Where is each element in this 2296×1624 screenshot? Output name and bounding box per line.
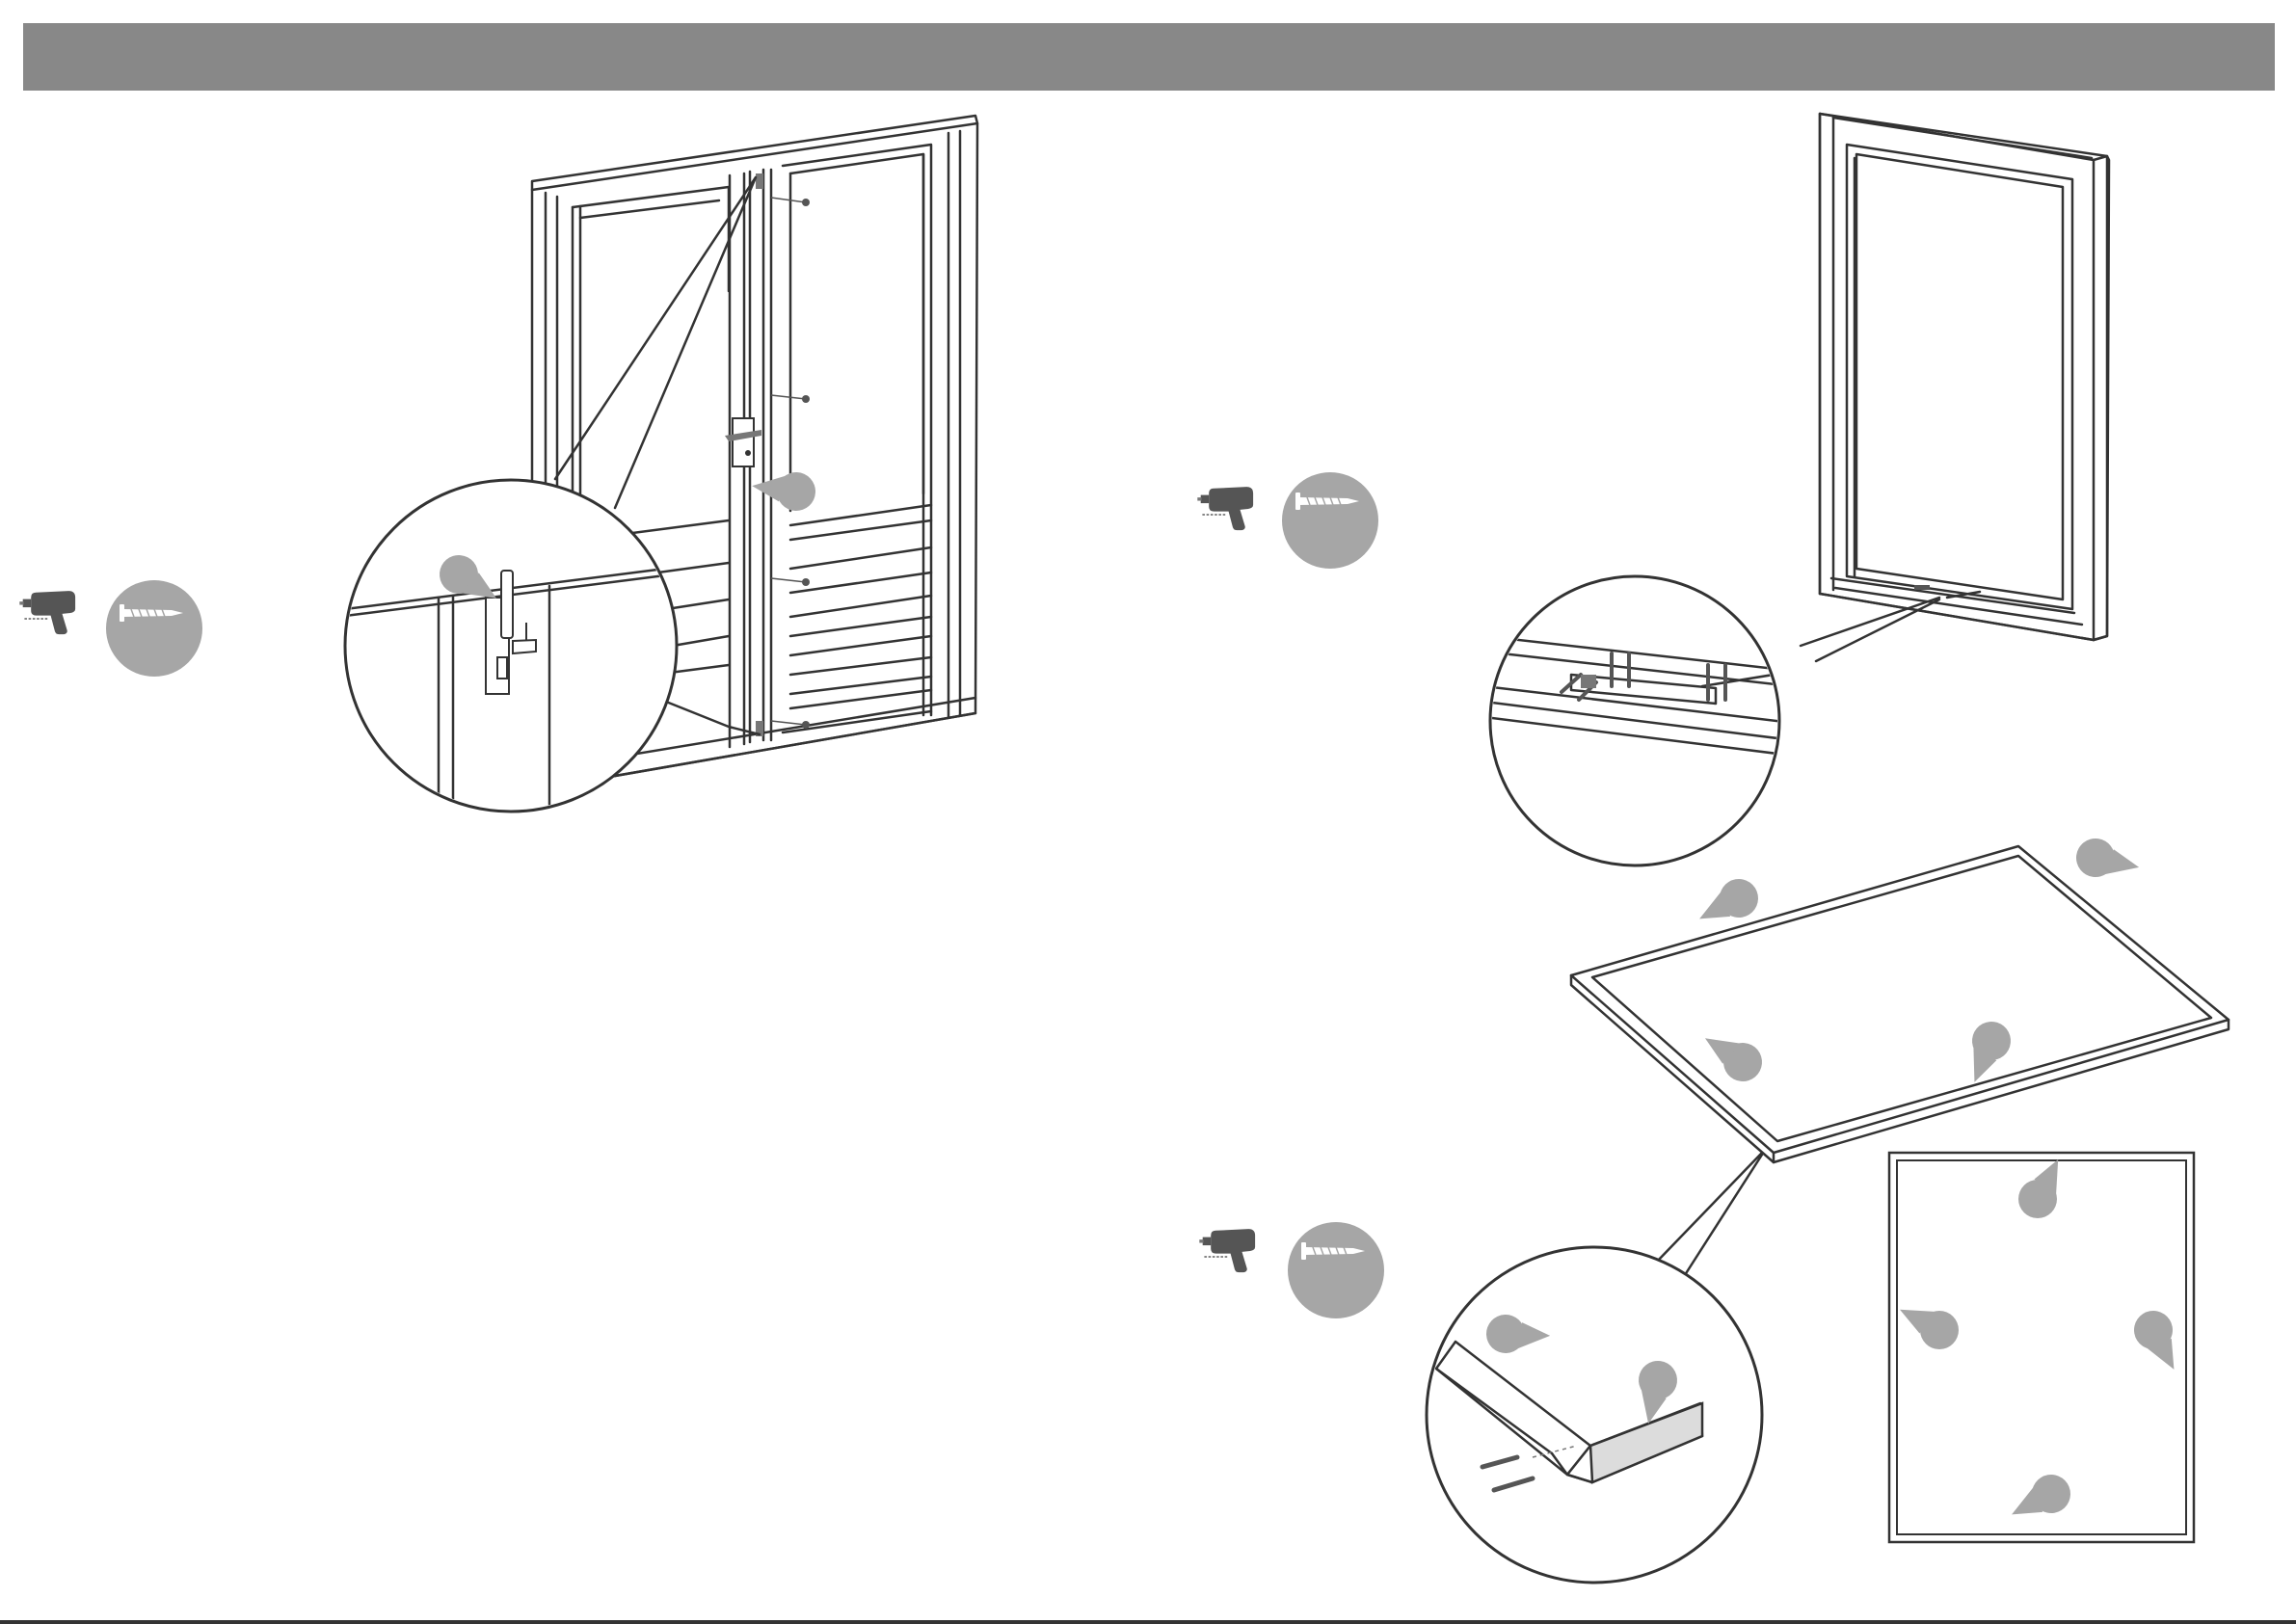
- drill-icon: [19, 591, 75, 634]
- frame-drawing: [1427, 846, 2229, 1583]
- screw-icon: [106, 580, 202, 677]
- screw-icon: [1282, 472, 1378, 569]
- drill-icon: [1197, 487, 1253, 530]
- drill-icon: [1199, 1229, 1255, 1272]
- screw-icon: [1288, 1222, 1384, 1318]
- marker-pin: [750, 456, 822, 517]
- window-drawing: [1484, 114, 2109, 865]
- bottom-rule: [0, 1620, 2296, 1624]
- double-door-drawing: [337, 116, 977, 819]
